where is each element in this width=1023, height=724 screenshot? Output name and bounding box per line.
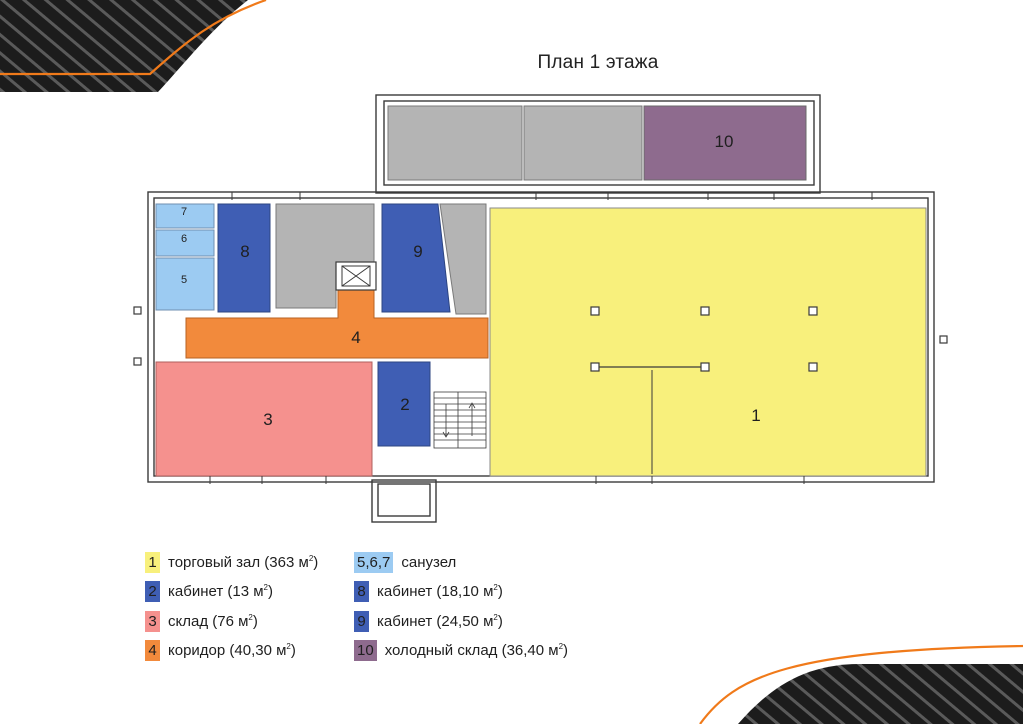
room-6-restroom	[155, 229, 215, 257]
legend-tail: )	[313, 554, 319, 571]
superscript: 2	[493, 612, 498, 622]
room-7-label: 7	[180, 206, 188, 218]
room-9-label: 9	[413, 242, 423, 261]
room-5-restroom	[155, 257, 215, 311]
superscript: 2	[308, 554, 314, 563]
staircase-icon	[433, 391, 487, 449]
room-2-office	[377, 361, 431, 447]
legend-item: 8 кабинет (18,10 м2)	[354, 581, 568, 603]
legend-tail: )	[290, 641, 296, 659]
service-room-right	[439, 203, 487, 315]
room-1-label: 1	[751, 406, 761, 425]
legend-tail: )	[497, 583, 503, 601]
legend-label: кабинет (13 м	[168, 583, 264, 601]
legend-item: 4 коридор (40,30 м2)	[145, 639, 318, 662]
legend-swatch: 9	[354, 610, 369, 632]
service-room-top-b	[523, 105, 643, 181]
legend-item: 10 холодный склад (36,40 м2)	[354, 639, 569, 662]
legend-tail: )	[497, 612, 503, 630]
room-8-office	[217, 203, 271, 313]
corner-top-left-dark	[0, 0, 248, 92]
legend-label: склад (76 м	[168, 612, 249, 630]
corner-top-left-accent	[0, 0, 267, 76]
legend-item: 3 склад (76 м2)	[145, 610, 318, 633]
legend-tail: )	[563, 641, 569, 659]
legend-swatch: 3	[145, 610, 160, 632]
room-8-label: 8	[240, 242, 250, 261]
room-4-corridor	[185, 289, 489, 359]
room-6-label: 6	[180, 233, 188, 245]
legend-tail: )	[267, 583, 273, 601]
room-3-label: 3	[263, 410, 273, 429]
legend-tail: )	[252, 612, 258, 630]
legend-swatch: 10	[354, 639, 377, 661]
legend-swatch: 4	[145, 639, 160, 661]
legend-swatch: 5,6,7	[354, 552, 394, 573]
room-2-label: 2	[400, 395, 410, 414]
room-10-cold-storage	[643, 105, 807, 181]
legend-item: 5,6,7 санузел	[354, 552, 568, 574]
room-1-trade-hall	[489, 207, 927, 477]
legend-swatch: 8	[354, 581, 369, 603]
legend-item: 1 торговый зал (363 м2)	[145, 552, 318, 574]
service-room-top-a	[387, 105, 523, 181]
room-10-label: 10	[714, 132, 734, 151]
elevator-icon	[335, 261, 377, 291]
window-marks	[209, 192, 873, 484]
corner-bottom-right-accent	[699, 644, 1023, 724]
legend-label: торговый зал (363 м	[168, 554, 309, 571]
room-7-restroom	[155, 203, 215, 229]
superscript: 2	[248, 612, 253, 622]
plan-title: План 1 этажа	[537, 52, 659, 73]
superscript: 2	[286, 641, 291, 651]
room-4-label: 4	[351, 328, 361, 347]
legend-label: кабинет (18,10 м	[377, 583, 494, 601]
legend-swatch: 2	[145, 581, 160, 603]
room-5-label: 5	[180, 274, 188, 286]
legend-label: кабинет (24,50 м	[377, 612, 494, 630]
superscript: 2	[493, 583, 498, 593]
legend-swatch: 1	[145, 552, 160, 573]
legend-item: 9 кабинет (24,50 м2)	[354, 610, 568, 633]
superscript: 2	[558, 641, 564, 651]
legend-label: холодный склад (36,40 м	[384, 641, 559, 659]
superscript: 2	[263, 583, 268, 593]
room-9-office	[381, 203, 451, 313]
legend-label: коридор (40,30 м	[168, 641, 287, 659]
room-3-warehouse	[155, 361, 373, 477]
corner-bottom-right-dark	[738, 664, 1023, 724]
legend-label: санузел	[401, 554, 457, 571]
